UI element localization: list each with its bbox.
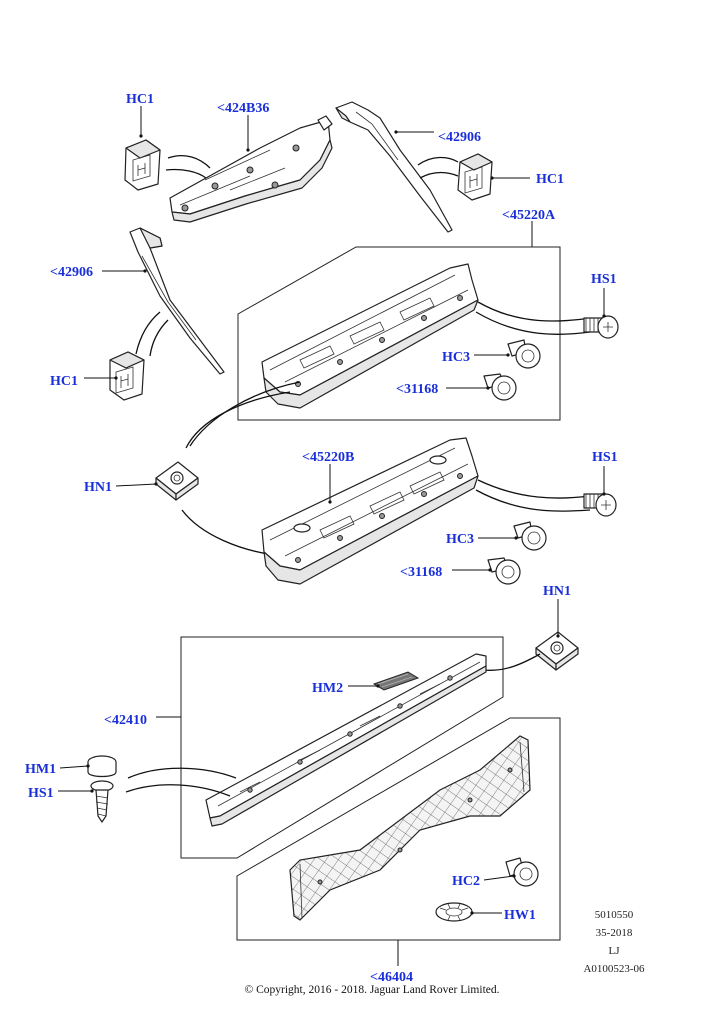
part-45220b-sill-trim [261, 437, 479, 585]
callout-45220b: <45220B [302, 450, 354, 465]
callout-hc1-left: HC1 [50, 374, 78, 389]
hn1-nut-left [155, 461, 199, 501]
callout-hs1-top: HS1 [591, 272, 617, 287]
part-42410-scuff-plate [205, 653, 487, 827]
callout-hc3-middle: HC3 [446, 532, 474, 547]
callout-31168-middle: <31168 [400, 565, 442, 580]
part-424b36-trim-panel [169, 115, 333, 223]
info-line-4: A0100523-06 [583, 963, 645, 975]
hc3-clip-middle [513, 521, 547, 551]
callout-46404: <46404 [370, 970, 413, 985]
hc2-clip [505, 857, 539, 887]
connector-curve [127, 767, 237, 779]
callout-hc1-right: HC1 [536, 172, 564, 187]
callout-hm2: HM2 [312, 681, 343, 696]
connector-curve [189, 381, 301, 447]
hm1-cap [87, 755, 117, 778]
part-42906-pillar-right [335, 101, 453, 233]
group-frame-42410 [180, 636, 504, 859]
hc1-clip-top [124, 139, 161, 191]
leader-lines [58, 106, 606, 966]
connector-curve [475, 489, 591, 512]
info-line-1: 5010550 [595, 909, 634, 921]
hs1-screw-bottom [90, 780, 114, 823]
connector-curve [167, 154, 211, 169]
hm2-pad [372, 671, 420, 691]
callout-hm1: HM1 [25, 762, 56, 777]
callout-42410: <42410 [104, 713, 147, 728]
part-31168-clip-middle [487, 557, 521, 585]
callout-hn1-right: HN1 [543, 584, 571, 599]
callout-42906-right: <42906 [438, 130, 481, 145]
copyright-notice: © Copyright, 2016 - 2018. Jaguar Land Ro… [245, 984, 500, 996]
hc3-clip-top [507, 339, 541, 369]
group-frame-45220a [237, 246, 561, 421]
connector-curve [477, 301, 593, 322]
connector-curve [419, 171, 459, 179]
callout-45220a: <45220A [502, 208, 556, 223]
callout-31168-top: <31168 [396, 382, 438, 397]
hn1-nut-right [535, 631, 579, 671]
connector-curve [165, 168, 207, 179]
callout-424b36: <424B36 [217, 101, 269, 116]
group-frame-46404 [236, 717, 561, 941]
part-46404-mesh-net [289, 735, 531, 921]
connector-curve [417, 156, 459, 166]
callout-hc1-top: HC1 [126, 92, 154, 107]
part-31168-clip-top [483, 373, 517, 401]
connector-curve [125, 784, 231, 797]
hc1-clip-left [109, 351, 145, 401]
connector-curve [483, 653, 541, 671]
part-42906-pillar-left [129, 227, 225, 375]
callout-hc2: HC2 [452, 874, 480, 889]
connector-curve [477, 479, 591, 499]
callout-hc3-top: HC3 [442, 350, 470, 365]
callout-hs1-middle: HS1 [592, 450, 618, 465]
hs1-screw-middle [583, 493, 617, 517]
callout-42906-left: <42906 [50, 265, 93, 280]
connector-curve [475, 311, 591, 336]
info-line-3: LJ [609, 945, 621, 957]
part-45220a-sill-trim [261, 263, 479, 409]
callout-hw1: HW1 [504, 908, 536, 923]
connector-curve [135, 311, 161, 355]
callout-hs1-bottom: HS1 [28, 786, 54, 801]
hs1-screw-top [583, 315, 619, 339]
connector-curve [149, 319, 169, 357]
hc1-clip-right [457, 153, 493, 201]
connector-curve [185, 391, 291, 449]
info-line-2: 35-2018 [596, 927, 633, 939]
hw1-washer [435, 902, 473, 922]
callout-hn1-left: HN1 [84, 480, 112, 495]
